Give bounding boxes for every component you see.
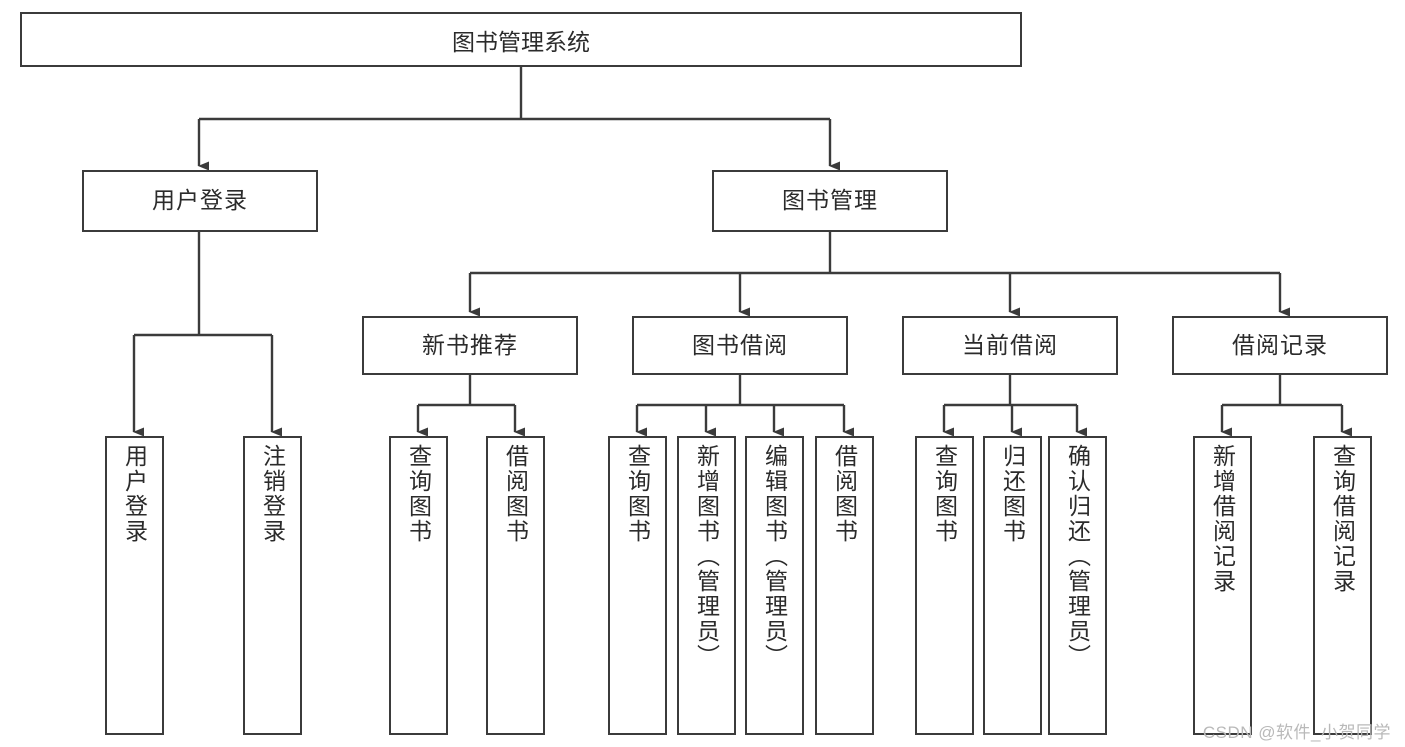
node-current-borrow[interactable]: 当前借阅 <box>902 316 1118 375</box>
leaf-borrow-record-add[interactable]: 新增借阅记录 <box>1193 436 1252 735</box>
node-user-login-label: 用户登录 <box>152 187 248 214</box>
leaf-label: 用户登录 <box>121 444 148 544</box>
node-root-label: 图书管理系统 <box>452 28 590 55</box>
leaf-borrow-record-query[interactable]: 查询借阅记录 <box>1313 436 1372 735</box>
leaf-user-login-login[interactable]: 用户登录 <box>105 436 164 735</box>
csdn-watermark: CSDN @软件_小贺同学 <box>1202 723 1391 742</box>
leaf-book-borrow-edit[interactable]: 编辑图书（管理员） <box>745 436 804 735</box>
leaf-current-borrow-confirm-return[interactable]: 确认归还（管理员） <box>1048 436 1107 735</box>
leaf-label: 借阅图书 <box>831 444 858 544</box>
node-current-borrow-label: 当前借阅 <box>962 331 1058 358</box>
leaf-label: 归还图书 <box>999 444 1026 544</box>
node-new-book-recommend-label: 新书推荐 <box>422 331 518 358</box>
node-book-management[interactable]: 图书管理 <box>712 170 948 232</box>
node-root-system[interactable]: 图书管理系统 <box>20 12 1022 67</box>
leaf-label: 查询图书 <box>931 444 958 544</box>
node-book-borrow-label: 图书借阅 <box>692 331 788 358</box>
leaf-new-book-borrow[interactable]: 借阅图书 <box>486 436 545 735</box>
leaf-label: 新增借阅记录 <box>1209 444 1236 594</box>
node-borrow-record-label: 借阅记录 <box>1232 331 1328 358</box>
leaf-label: 编辑图书（管理员） <box>761 444 788 669</box>
leaf-book-borrow-query[interactable]: 查询图书 <box>608 436 667 735</box>
leaf-book-borrow-add[interactable]: 新增图书（管理员） <box>677 436 736 735</box>
leaf-label: 查询图书 <box>405 444 432 544</box>
node-user-login[interactable]: 用户登录 <box>82 170 318 232</box>
leaf-user-login-logout[interactable]: 注销登录 <box>243 436 302 735</box>
leaf-label: 新增图书（管理员） <box>693 444 720 669</box>
leaf-new-book-query[interactable]: 查询图书 <box>389 436 448 735</box>
node-book-management-label: 图书管理 <box>782 187 878 214</box>
leaf-book-borrow-borrow[interactable]: 借阅图书 <box>815 436 874 735</box>
leaf-label: 确认归还（管理员） <box>1064 444 1091 669</box>
node-borrow-record[interactable]: 借阅记录 <box>1172 316 1388 375</box>
node-book-borrow[interactable]: 图书借阅 <box>632 316 848 375</box>
leaf-label: 查询图书 <box>624 444 651 544</box>
leaf-current-borrow-return[interactable]: 归还图书 <box>983 436 1042 735</box>
leaf-label: 借阅图书 <box>502 444 529 544</box>
leaf-current-borrow-query[interactable]: 查询图书 <box>915 436 974 735</box>
leaf-label: 查询借阅记录 <box>1329 444 1356 594</box>
node-new-book-recommend[interactable]: 新书推荐 <box>362 316 578 375</box>
leaf-label: 注销登录 <box>259 444 286 544</box>
